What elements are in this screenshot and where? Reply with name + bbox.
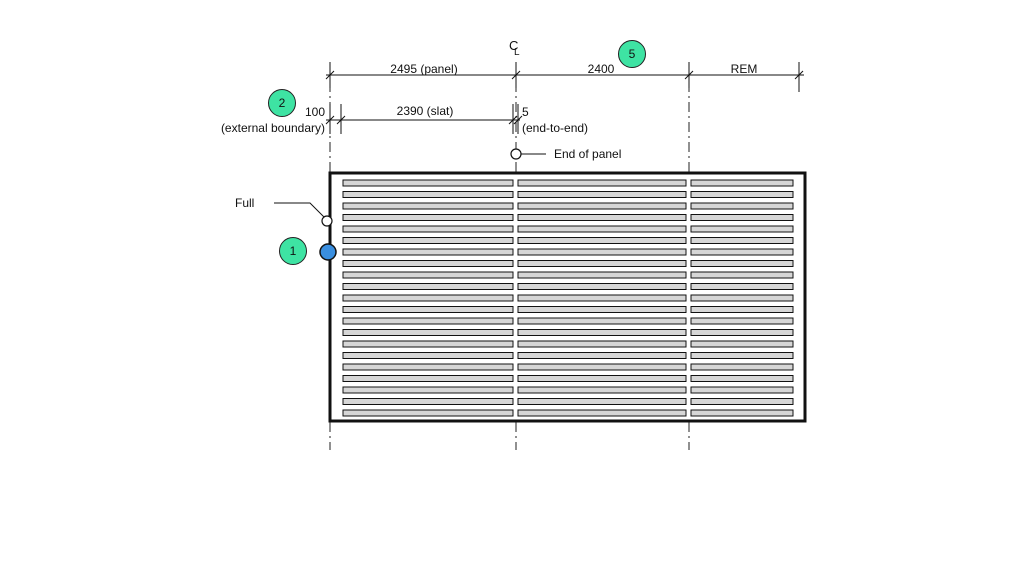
slat bbox=[517, 317, 687, 325]
slat bbox=[342, 283, 514, 290]
rem-dimension-label: REM bbox=[730, 62, 758, 76]
slat bbox=[690, 329, 794, 336]
slat-group bbox=[342, 179, 794, 417]
slat bbox=[342, 409, 514, 417]
slat bbox=[517, 386, 687, 394]
slat bbox=[517, 363, 687, 371]
slat bbox=[690, 202, 794, 210]
slat bbox=[690, 225, 794, 233]
slat bbox=[342, 179, 514, 187]
slat bbox=[690, 398, 794, 405]
slat bbox=[342, 214, 514, 221]
end-of-panel-label: End of panel bbox=[554, 147, 622, 161]
slat bbox=[690, 375, 794, 382]
centerline-sub: L bbox=[514, 47, 520, 58]
full-leader bbox=[274, 202, 333, 227]
badge-one: 1 bbox=[279, 237, 307, 265]
slat bbox=[690, 271, 794, 279]
gap-note-label: (end-to-end) bbox=[522, 121, 589, 135]
slat bbox=[690, 386, 794, 394]
slat bbox=[517, 283, 687, 290]
slat bbox=[517, 237, 687, 244]
slat bbox=[342, 225, 514, 233]
slat bbox=[342, 294, 514, 302]
centerline-c: C bbox=[509, 38, 519, 53]
slat bbox=[342, 317, 514, 325]
centerline-symbol: C bbox=[509, 39, 518, 53]
slat bbox=[517, 248, 687, 256]
slat bbox=[342, 352, 514, 359]
slat bbox=[690, 237, 794, 244]
second-dimension-line bbox=[325, 104, 523, 134]
open-circle-marker-icon bbox=[321, 215, 333, 227]
badge-two: 2 bbox=[268, 89, 296, 117]
slat bbox=[517, 271, 687, 279]
slat bbox=[342, 202, 514, 210]
panel-dimension-label: 2495 (panel) bbox=[390, 62, 458, 76]
slat bbox=[690, 294, 794, 302]
blue-circle-post-icon bbox=[319, 243, 337, 261]
slat bbox=[342, 237, 514, 244]
slat bbox=[690, 191, 794, 198]
slat bbox=[517, 375, 687, 382]
slat bbox=[690, 317, 794, 325]
top-dimension-line bbox=[325, 62, 804, 92]
slat bbox=[517, 398, 687, 405]
slat bbox=[517, 329, 687, 336]
slat bbox=[517, 202, 687, 210]
slat bbox=[517, 179, 687, 187]
slat bbox=[517, 352, 687, 359]
slat bbox=[517, 294, 687, 302]
full-label: Full bbox=[235, 196, 255, 210]
slat bbox=[517, 409, 687, 417]
slat bbox=[342, 363, 514, 371]
end-of-panel-leader bbox=[510, 148, 546, 160]
slat bbox=[517, 191, 687, 198]
slat bbox=[690, 260, 794, 267]
slat bbox=[517, 260, 687, 267]
slat bbox=[517, 340, 687, 348]
slat bbox=[690, 306, 794, 313]
slat bbox=[342, 329, 514, 336]
slat bbox=[342, 248, 514, 256]
slat bbox=[342, 191, 514, 198]
slat bbox=[690, 363, 794, 371]
slat bbox=[342, 386, 514, 394]
slat bbox=[342, 260, 514, 267]
slat bbox=[342, 340, 514, 348]
slat bbox=[517, 306, 687, 313]
slat bbox=[342, 306, 514, 313]
slat bbox=[690, 352, 794, 359]
slat bbox=[690, 283, 794, 290]
slat bbox=[342, 271, 514, 279]
slat bbox=[690, 340, 794, 348]
badge-five: 5 bbox=[618, 40, 646, 68]
boundary-value-label: 100 bbox=[304, 105, 325, 119]
boundary-note-label: (external boundary) bbox=[220, 121, 325, 135]
slat bbox=[342, 398, 514, 405]
open-circle-marker-icon bbox=[510, 148, 522, 160]
slat bbox=[342, 375, 514, 382]
slat bbox=[690, 409, 794, 417]
gap-value-label: 5 bbox=[522, 105, 529, 119]
slat bbox=[690, 214, 794, 221]
slat bbox=[517, 225, 687, 233]
slat bbox=[517, 214, 687, 221]
slat bbox=[690, 179, 794, 187]
second-dimension-label: 2400 bbox=[587, 62, 615, 76]
slat-dimension-label: 2390 (slat) bbox=[396, 104, 454, 118]
slat bbox=[690, 248, 794, 256]
